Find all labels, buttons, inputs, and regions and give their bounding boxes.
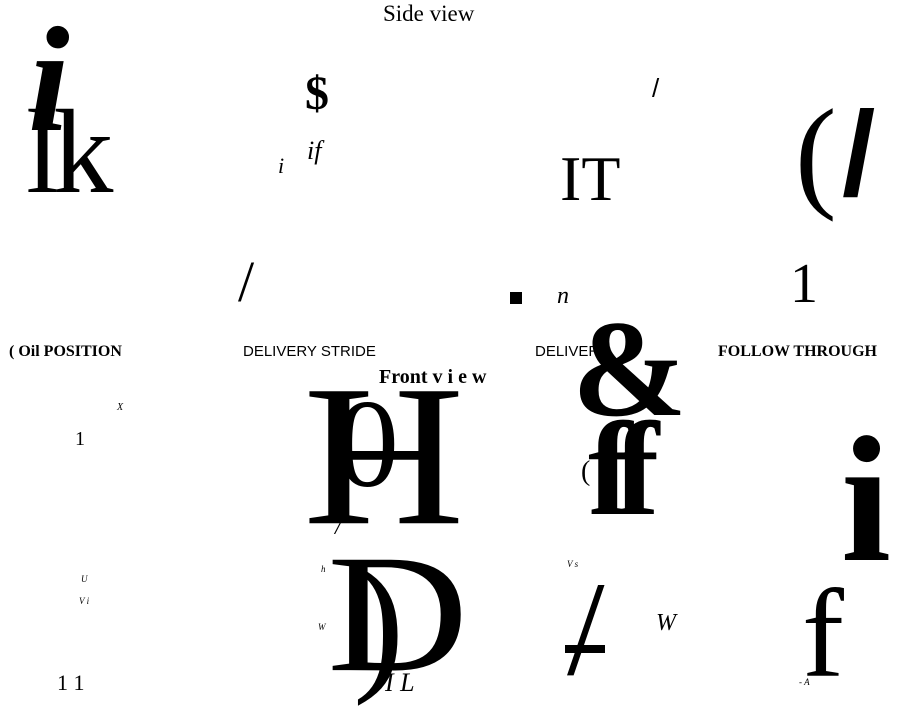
front-figure-2-glyph-h-small: h [321,565,326,574]
front-figure-4-glyph-i: i [841,410,891,590]
side-figure-2-glyph-i: i [278,155,284,177]
front-figure-3-glyph-slash: / [567,562,605,697]
stage-label-follow-through: FOLLOW THROUGH [718,344,877,360]
front-figure-2-glyph-il: I L [385,670,415,696]
front-figure-1-glyph-u: U [81,575,88,584]
side-figure-2-glyph-slash: / [238,253,254,311]
front-figure-3-bar-mark [565,645,605,653]
front-figure-2-glyph-w-small: W [318,623,326,632]
front-figure-1-glyph-one: 1 [75,429,85,449]
side-figure-4-glyph-slash: / [842,94,875,214]
side-figure-4-glyph-one: 1 [790,256,818,312]
side-figure-4-glyph-paren: ( [795,92,837,217]
front-figure-3-glyph-ff: ff [588,402,641,536]
side-figure-3-square-mark [510,292,522,304]
side-figure-1-glyph-lk: lk [26,92,107,212]
front-figure-3-glyph-w: W [656,611,676,635]
front-figure-1-glyph-v-i: V i [79,597,89,606]
side-figure-3-glyph-slash: / [652,75,659,101]
side-figure-2-glyph-if: if [307,138,321,164]
side-figure-3-glyph-it: IT [560,147,620,211]
side-figure-3-glyph-n: n [557,284,569,308]
side-figure-2-glyph-dollar: $ [305,70,329,118]
front-figure-1-glyph-one-one: 1 1 [57,672,85,694]
stage-label-coil-position: ( Oil POSITION [9,344,122,360]
side-view-heading: Side view [383,2,474,25]
front-figure-4-glyph-a: - A [799,678,810,687]
front-figure-2-glyph-zero: 0 [336,382,399,508]
front-figure-1-glyph-x: X [117,403,123,413]
